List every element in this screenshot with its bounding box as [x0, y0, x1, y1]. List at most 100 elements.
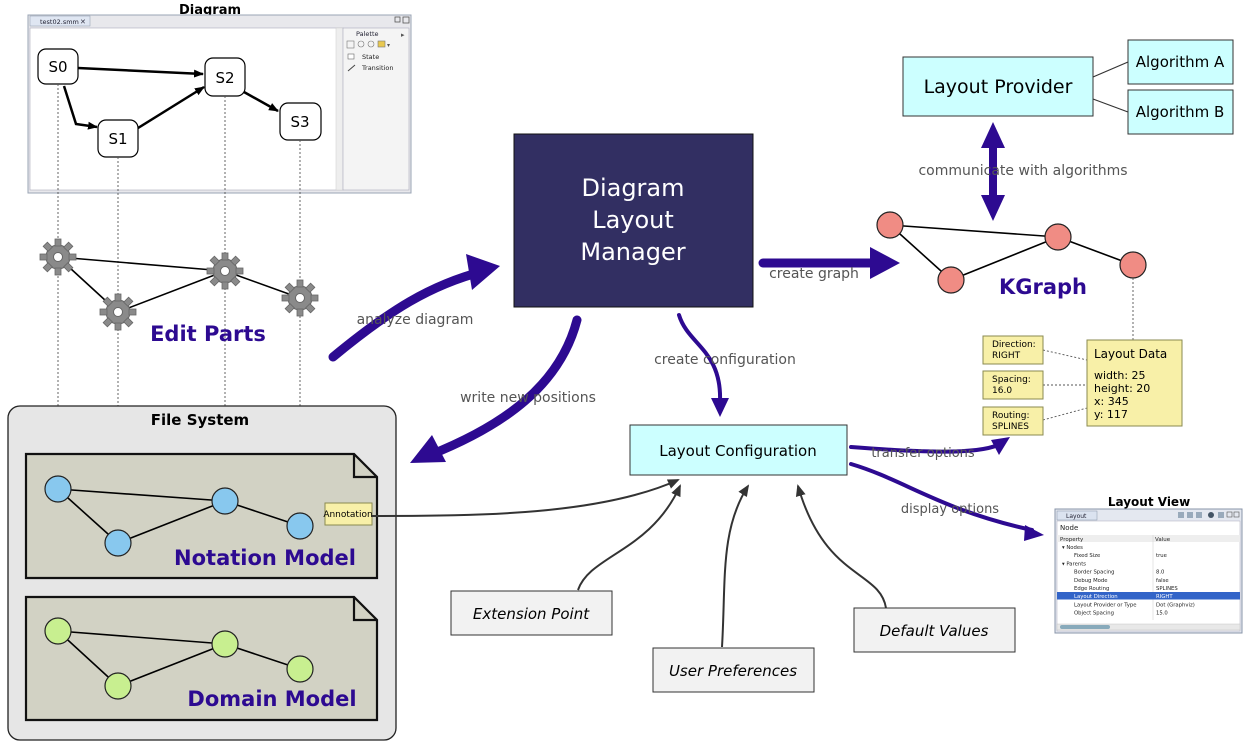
toolbar-icon[interactable] — [1208, 512, 1214, 518]
gear-icon — [206, 252, 244, 290]
extension-point-box — [450, 590, 613, 636]
kgraph-node — [876, 211, 904, 239]
property-name[interactable]: Fixed Size — [1074, 553, 1100, 559]
property-table-header — [1057, 535, 1240, 542]
notation-node — [211, 487, 239, 515]
property-name[interactable]: Layout Provider or Type — [1074, 602, 1136, 608]
edge-labels: analyze diagram write new positions crea… — [357, 163, 1128, 517]
property-name[interactable]: Border Spacing — [1074, 570, 1115, 576]
domain-model-label: Domain Model — [187, 687, 356, 711]
toolbar-icon[interactable] — [1196, 512, 1202, 518]
default-values-box — [853, 607, 1016, 653]
transition-s0-s2[interactable] — [77, 66, 204, 78]
create-configuration-label: create configuration — [654, 352, 796, 368]
state-s3-label: S3 — [290, 113, 309, 131]
diagram-editor-tab[interactable] — [29, 15, 91, 27]
transition-s0-s1[interactable] — [62, 85, 98, 130]
property-name[interactable]: ▾ Parents — [1062, 561, 1086, 567]
communicate-label: communicate with algorithms — [918, 163, 1127, 179]
palette-title: Palette — [356, 30, 379, 38]
property-value[interactable]: Dot (Graphviz) — [1156, 602, 1195, 608]
property-name[interactable]: Debug Mode — [1074, 578, 1108, 584]
layout-view-tab[interactable] — [1056, 510, 1098, 521]
diagram-layout-manager: Diagram Layout Manager — [513, 133, 754, 308]
edit-parts-graph: Edit Parts — [39, 238, 319, 346]
layout-data-links — [1042, 278, 1134, 421]
kgraph-node — [1119, 251, 1147, 279]
layout-view-toolbar — [1178, 511, 1240, 518]
palette-dropdown-icon[interactable]: ▾ — [387, 42, 390, 49]
option-routing-name: Routing: — [992, 411, 1030, 421]
state-s0[interactable]: S0 — [37, 48, 79, 85]
tab-close-icon[interactable]: ✕ — [80, 18, 86, 26]
property-value[interactable]: 8.0 — [1156, 570, 1165, 576]
algorithm-b-box — [1127, 89, 1234, 135]
zoom-in-icon[interactable] — [357, 40, 365, 48]
manager-box — [513, 133, 754, 308]
state-s2-label: S2 — [215, 69, 234, 87]
transition-s2-s3[interactable] — [243, 90, 279, 113]
toolbar-icon[interactable] — [1187, 512, 1193, 518]
state-tool-icon[interactable] — [347, 53, 355, 60]
canvas-scrollbar[interactable] — [335, 27, 344, 191]
property-name[interactable]: Layout Direction — [1074, 594, 1118, 600]
state-s2[interactable]: S2 — [204, 57, 246, 97]
transfer-options-label: transfer options — [871, 446, 975, 461]
manager-label-line1: Diagram — [581, 174, 684, 202]
kgraph-node — [1044, 223, 1072, 251]
domain-node — [211, 630, 239, 658]
annotation-arrow — [371, 479, 680, 517]
manager-label-line2: Layout — [592, 206, 674, 234]
palette-toolbar: ▾ — [346, 40, 390, 49]
property-name[interactable]: Object Spacing — [1074, 611, 1114, 617]
state-s3[interactable]: S3 — [279, 102, 322, 141]
property-name[interactable]: ▾ Nodes — [1062, 545, 1083, 551]
zoom-out-icon[interactable] — [367, 40, 375, 48]
palette-item-state[interactable]: State — [362, 53, 379, 61]
option-direction-value: RIGHT — [992, 351, 1021, 361]
diagram-editor-tab-label: test02.smm — [40, 18, 79, 26]
create-graph-label: create graph — [769, 266, 859, 282]
layout-view-tab-label: Layout — [1066, 513, 1087, 520]
maximize-icon[interactable] — [402, 16, 410, 24]
diagram-window: Diagram test02.smm ✕ Palette ▸ ▾ State T… — [27, 3, 412, 194]
palette-collapse-icon[interactable]: ▸ — [401, 31, 405, 39]
option-direction-name: Direction: — [992, 340, 1036, 350]
minimize-icon[interactable] — [1226, 511, 1233, 518]
property-value[interactable]: SPLINES — [1156, 586, 1178, 592]
select-tool-icon[interactable] — [346, 40, 355, 49]
layout-view-scrollbar[interactable] — [1056, 623, 1241, 631]
file-system: File System Notation Model — [7, 405, 397, 741]
layout-view: Layout View Layout Node Property Value ▾… — [1054, 495, 1243, 634]
layout-provider-group: Layout Provider Algorithm A Algorithm B — [902, 39, 1234, 135]
palette-item-transition[interactable]: Transition — [361, 64, 393, 72]
extension-point-arrow — [577, 484, 681, 591]
transition-tool-icon[interactable] — [347, 64, 356, 72]
option-notes: Direction: RIGHT Spacing: 16.0 Routing: … — [982, 335, 1044, 436]
toolbar-icon[interactable] — [1218, 512, 1224, 518]
property-name[interactable]: Edge Routing — [1074, 586, 1109, 592]
algorithm-a-box — [1127, 39, 1234, 85]
property-value[interactable]: 15.0 — [1156, 611, 1168, 617]
property-value[interactable]: true — [1156, 553, 1167, 559]
layout-configuration-label: Layout Configuration — [659, 442, 817, 460]
annotation-label: Annotation — [323, 510, 372, 520]
notation-model-file: Notation Model — [24, 452, 379, 580]
toolbar-icon[interactable] — [1178, 512, 1184, 518]
layout-configuration: Layout Configuration — [629, 424, 848, 476]
extension-point-label: Extension Point — [473, 605, 590, 623]
maximize-icon[interactable] — [1233, 511, 1240, 518]
note-tool-icon[interactable] — [377, 40, 386, 48]
transition-s1-s2[interactable] — [137, 85, 205, 130]
layout-provider-label: Layout Provider — [924, 76, 1073, 98]
state-s1[interactable]: S1 — [97, 119, 139, 158]
property-value[interactable]: false — [1156, 578, 1169, 584]
minimize-icon[interactable] — [394, 16, 401, 23]
property-value[interactable]: RIGHT — [1156, 594, 1173, 600]
column-value: Value — [1155, 537, 1171, 543]
default-values-arrow — [795, 484, 887, 609]
kgraph: KGraph — [876, 211, 1147, 299]
scrollbar-thumb[interactable] — [1060, 625, 1110, 629]
manager-label-line3: Manager — [580, 238, 685, 266]
